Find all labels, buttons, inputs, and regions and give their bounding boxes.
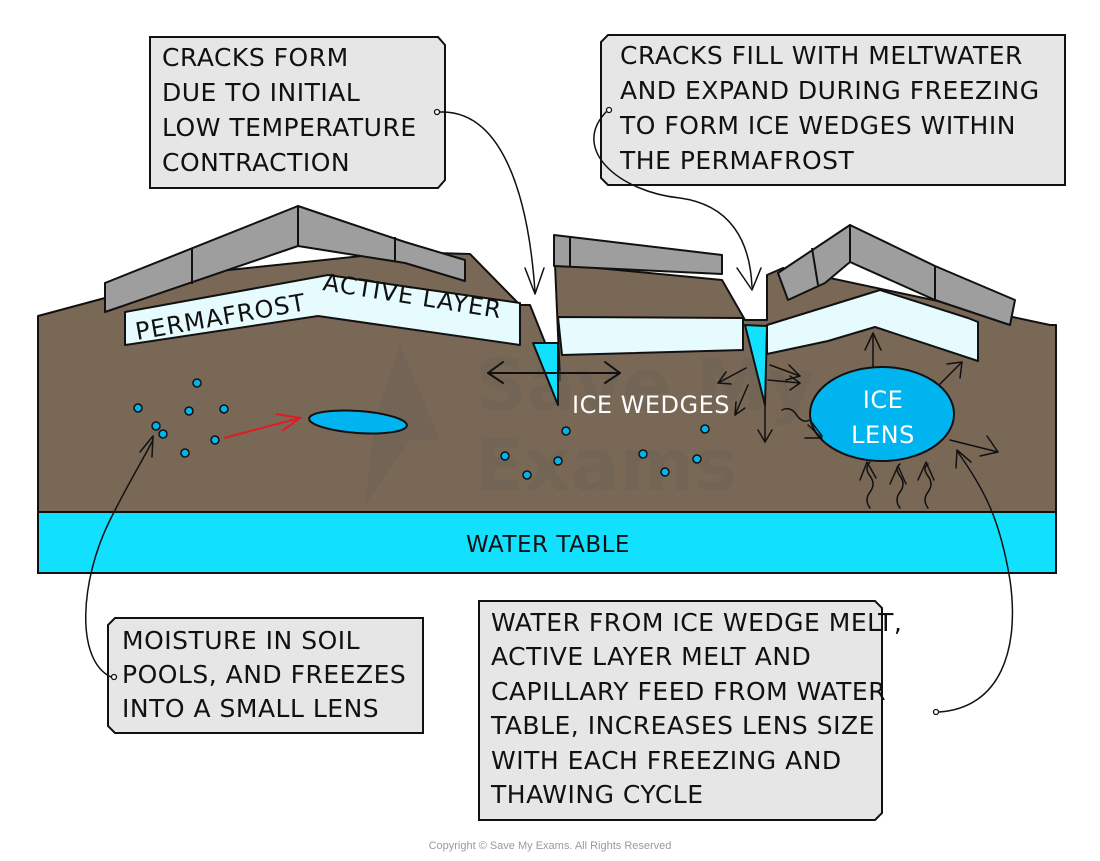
callout-moisture: MOISTURE IN SOIL POOLS, AND FREEZES INTO…: [107, 617, 424, 734]
ice-lens-label-line1: ICE: [863, 386, 904, 414]
leader-cracks-form: [433, 108, 545, 295]
callout-water-feed-line1: WATER FROM ICE WEDGE MELT,: [491, 608, 902, 637]
ice-wedge-right: [744, 324, 768, 406]
rock-slabs-left: [104, 205, 466, 313]
leader-cracks-fill: [593, 106, 762, 291]
callout-cracks-fill: CRACKS FILL WITH MELTWATER AND EXPAND DU…: [600, 34, 1066, 186]
expansion-arrows-left-wedge: [487, 361, 621, 384]
callout-cracks-fill-line2: AND EXPAND DURING FREEZING: [620, 76, 1040, 105]
capillary-feed-arrows: [781, 407, 935, 509]
ice-wedges-label: ICE WEDGES: [572, 391, 730, 419]
callout-water-feed-line6: THAWING CYCLE: [490, 780, 704, 809]
callout-water-feed-line2: ACTIVE LAYER MELT AND: [491, 642, 811, 671]
active-layer-middle: [557, 316, 744, 356]
callout-cracks-fill-line4: THE PERMAFROST: [619, 146, 855, 175]
callout-cracks-form-line4: CONTRACTION: [162, 148, 350, 177]
expansion-arrows-right-wedge: [717, 364, 801, 443]
water-table-label: WATER TABLE: [466, 532, 630, 558]
callout-moisture-line1: MOISTURE IN SOIL: [122, 626, 360, 655]
callout-water-feed-line4: TABLE, INCREASES LENS SIZE: [490, 711, 875, 740]
callout-cracks-form-line3: LOW TEMPERATURE: [162, 113, 417, 142]
red-arrow-to-small-lens: [223, 413, 303, 439]
active-layer-right: [766, 289, 979, 362]
callout-cracks-fill-line1: CRACKS FILL WITH MELTWATER: [620, 41, 1023, 70]
copyright-notice: Copyright © Save My Exams. All Rights Re…: [429, 840, 672, 852]
callout-cracks-fill-line3: TO FORM ICE WEDGES WITHIN: [619, 111, 1016, 140]
callout-cracks-form: CRACKS FORM DUE TO INITIAL LOW TEMPERATU…: [149, 36, 446, 189]
callout-moisture-line2: POOLS, AND FREEZES: [122, 660, 406, 689]
watermark-line2: Exams: [475, 423, 737, 507]
callout-moisture-line3: INTO A SMALL LENS: [122, 694, 379, 723]
lens-growth-arrows: [864, 332, 999, 457]
ice-lens: ICE LENS: [809, 366, 955, 462]
callout-cracks-form-line2: DUE TO INITIAL: [162, 78, 360, 107]
callout-water-feed-line3: CAPILLARY FEED FROM WATER: [491, 677, 886, 706]
callout-water-feed: WATER FROM ICE WEDGE MELT, ACTIVE LAYER …: [478, 600, 902, 821]
water-table: WATER TABLE: [37, 511, 1057, 574]
rock-slabs-right: [777, 224, 1016, 326]
ice-lens-label-line2: LENS: [851, 421, 915, 449]
callout-water-feed-line5: WITH EACH FREEZING AND: [491, 746, 842, 775]
rock-slabs-middle: [553, 234, 723, 275]
moisture-droplets: [133, 378, 710, 480]
callout-cracks-form-line1: CRACKS FORM: [162, 43, 349, 72]
small-ice-lens: [308, 409, 408, 435]
leader-water-feed: [932, 449, 1014, 716]
leader-moisture: [85, 435, 154, 681]
